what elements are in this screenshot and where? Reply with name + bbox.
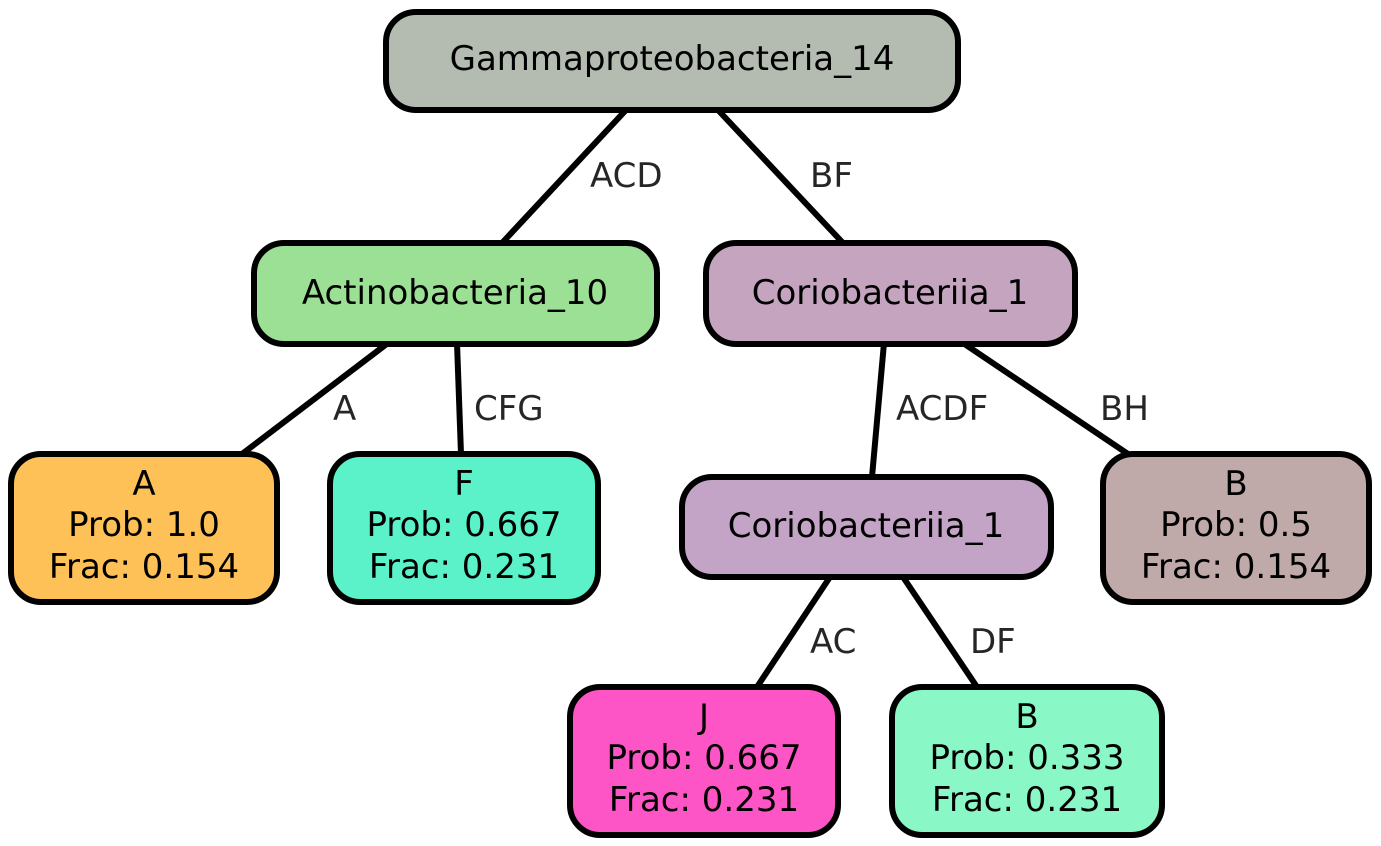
- edge-label-corio2-leafJ: AC: [810, 622, 856, 662]
- node-root: Gammaproteobacteria_14: [383, 9, 961, 113]
- edge-corio2-leafB2: [900, 575, 980, 689]
- node-leaf-b-right: B Prob: 0.5 Frac: 0.154: [1100, 451, 1372, 605]
- node-actinobacteria-box: [251, 240, 660, 347]
- edge-label-root-corio1: BF: [810, 156, 853, 196]
- node-leaf-f-frac: Frac: 0.231: [369, 547, 559, 587]
- node-root-box: [383, 9, 961, 113]
- node-leaf-a-box: [8, 451, 280, 605]
- node-actinobacteria: Actinobacteria_10: [251, 240, 660, 347]
- node-coriobacteriia-lower: Coriobacteriia_1: [679, 474, 1054, 580]
- edge-corio2-leafJ: [754, 575, 833, 689]
- node-leaf-f-box: [327, 451, 601, 605]
- edge-actino-leafA: [240, 340, 390, 457]
- node-leaf-j: J Prob: 0.667 Frac: 0.231: [567, 684, 841, 838]
- edge-labels: ACD BF A CFG ACDF BH AC DF: [333, 156, 1149, 662]
- node-leaf-f: F Prob: 0.667 Frac: 0.231: [327, 451, 601, 605]
- node-coriobacteriia-upper-label: Coriobacteriia_1: [752, 273, 1028, 313]
- edge-label-corio2-leafB2: DF: [970, 622, 1016, 662]
- node-leaf-j-name: J: [697, 697, 709, 737]
- node-leaf-a-frac: Frac: 0.154: [49, 547, 239, 587]
- node-leaf-a: A Prob: 1.0 Frac: 0.154: [8, 451, 280, 605]
- edge-corio1-leafB1: [961, 340, 1130, 457]
- node-leaf-b-bottom-prob: Prob: 0.333: [929, 738, 1124, 778]
- node-leaf-b-right-frac: Frac: 0.154: [1141, 547, 1331, 587]
- edge-actino-leafF: [454, 342, 464, 455]
- edges: [240, 107, 1130, 689]
- edge-label-actino-leafF: CFG: [474, 389, 544, 429]
- node-leaf-b-bottom-box: [889, 684, 1165, 838]
- node-leaf-b-right-prob: Prob: 0.5: [1160, 505, 1312, 545]
- node-leaf-j-prob: Prob: 0.667: [606, 738, 801, 778]
- node-actinobacteria-label: Actinobacteria_10: [302, 273, 608, 313]
- edge-root-corio1: [715, 107, 846, 246]
- node-coriobacteriia-lower-box: [679, 474, 1054, 580]
- node-coriobacteriia-upper: Coriobacteriia_1: [703, 240, 1078, 347]
- edge-label-corio1-corio2: ACDF: [896, 389, 988, 429]
- edge-label-actino-leafA: A: [333, 389, 356, 429]
- node-leaf-b-right-box: [1100, 451, 1372, 605]
- edge-label-root-actino: ACD: [590, 156, 663, 196]
- node-leaf-b-bottom: B Prob: 0.333 Frac: 0.231: [889, 684, 1165, 838]
- node-leaf-j-box: [567, 684, 841, 838]
- edge-corio1-corio2: [869, 342, 887, 478]
- node-leaf-j-frac: Frac: 0.231: [609, 780, 799, 820]
- node-leaf-f-prob: Prob: 0.667: [366, 505, 561, 545]
- edge-label-corio1-leafB1: BH: [1100, 389, 1149, 429]
- node-coriobacteriia-upper-box: [703, 240, 1078, 347]
- node-leaf-b-bottom-name: B: [1015, 697, 1038, 737]
- node-root-label: Gammaproteobacteria_14: [450, 39, 895, 79]
- node-leaf-b-right-name: B: [1224, 464, 1247, 504]
- node-leaf-a-name: A: [132, 464, 155, 504]
- node-leaf-f-name: F: [454, 464, 474, 504]
- node-leaf-a-prob: Prob: 1.0: [68, 505, 220, 545]
- edge-root-actino: [499, 107, 629, 246]
- node-leaf-b-bottom-frac: Frac: 0.231: [932, 780, 1122, 820]
- node-coriobacteriia-lower-label: Coriobacteriia_1: [728, 506, 1004, 546]
